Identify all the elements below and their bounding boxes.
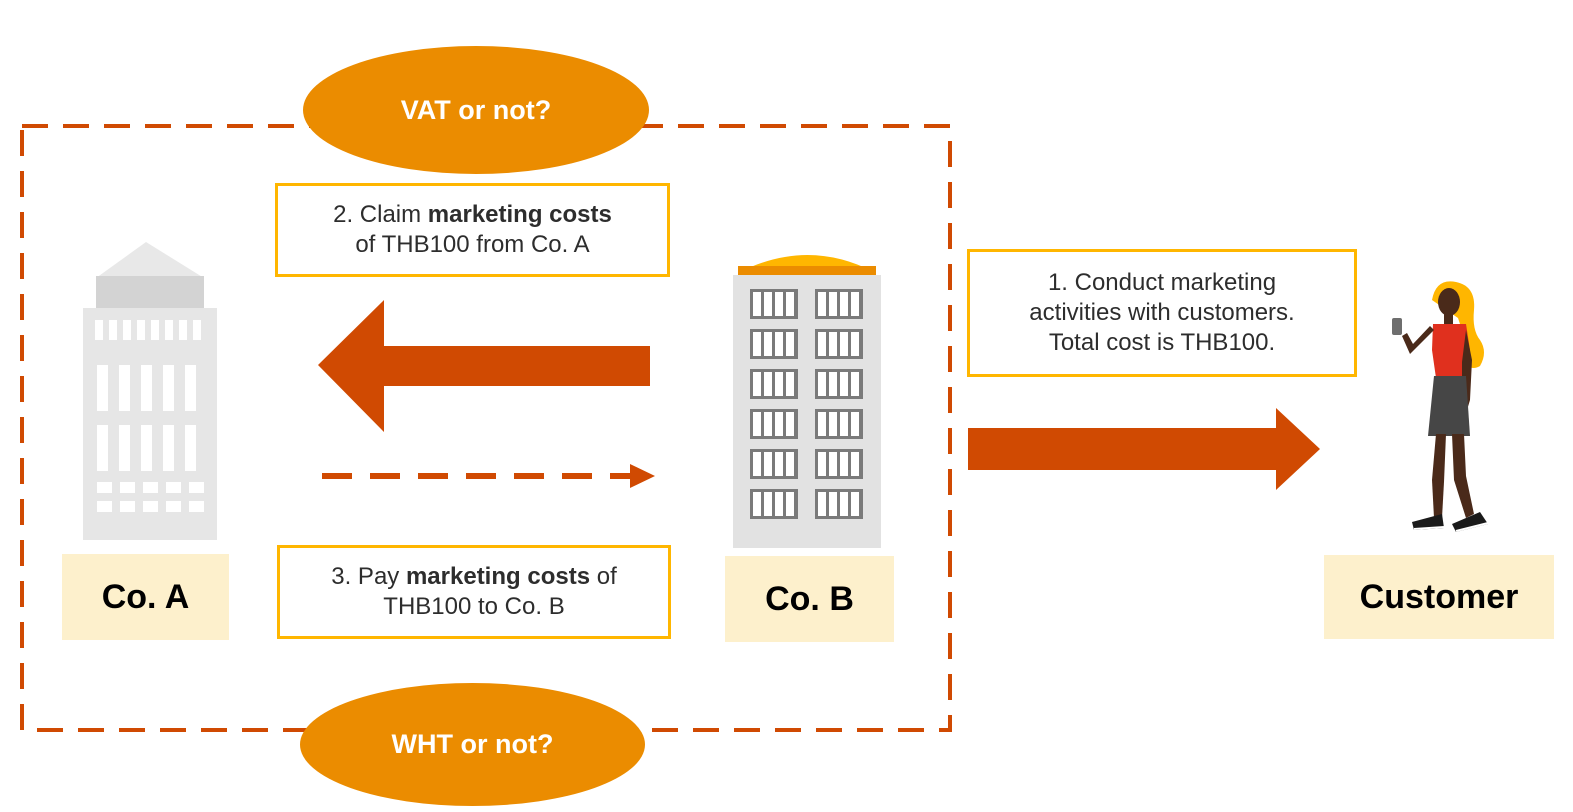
window-pane	[753, 492, 761, 516]
window-pane	[829, 292, 837, 316]
claim-note-line1: 2. Claim marketing costs	[333, 201, 612, 228]
window-pane	[840, 412, 848, 436]
window-pane	[775, 492, 783, 516]
window-pane	[775, 292, 783, 316]
pay-note-line2: THB100 to Co. B	[383, 593, 565, 620]
window-pane	[818, 412, 826, 436]
office-building-icon	[83, 242, 217, 540]
window-pane	[829, 492, 837, 516]
payment-arrow-head	[630, 464, 655, 488]
window-pane	[753, 412, 761, 436]
window-pane	[764, 292, 772, 316]
window-pane	[851, 412, 859, 436]
window-pane	[786, 492, 794, 516]
window-pane	[775, 372, 783, 396]
window-pane	[818, 292, 826, 316]
vat-question-bubble: VAT or not?	[303, 46, 649, 174]
window-pane	[818, 452, 826, 476]
pay-note: 3. Pay marketing costs of THB100 to Co. …	[277, 545, 671, 639]
window-pane	[775, 452, 783, 476]
window-pane	[829, 332, 837, 356]
window-pane	[829, 452, 837, 476]
window-pane	[818, 372, 826, 396]
co-b-label: Co. B	[725, 556, 894, 642]
claim-note: 2. Claim marketing costs of THB100 from …	[275, 183, 670, 277]
claim-note-line2: of THB100 from Co. A	[355, 231, 590, 258]
window-pane	[840, 372, 848, 396]
window-pane	[829, 372, 837, 396]
window-pane	[786, 292, 794, 316]
window-pane	[786, 412, 794, 436]
claim-arrow	[318, 300, 650, 432]
conduct-note-line3: Total cost is THB100.	[1048, 329, 1276, 356]
window-pane	[840, 292, 848, 316]
window-pane	[753, 292, 761, 316]
vat-question-text: VAT or not?	[400, 94, 552, 125]
customer-label: Customer	[1324, 555, 1554, 639]
person-with-phone-icon	[1392, 281, 1489, 532]
marketing-arrow	[968, 408, 1320, 490]
window-pane	[775, 412, 783, 436]
window-pane	[851, 492, 859, 516]
conduct-note-line2: activities with customers.	[1029, 299, 1295, 326]
wht-question-text: WHT or not?	[391, 729, 554, 759]
co-a-label: Co. A	[62, 554, 229, 640]
window-pane	[851, 292, 859, 316]
window-pane	[764, 412, 772, 436]
conduct-note: 1. Conduct marketing activities with cus…	[967, 249, 1357, 377]
window-pane	[764, 332, 772, 356]
window-pane	[764, 492, 772, 516]
window-pane	[764, 452, 772, 476]
window-pane	[829, 412, 837, 436]
window-pane	[818, 332, 826, 356]
window-pane	[764, 372, 772, 396]
window-pane	[851, 372, 859, 396]
window-pane	[840, 452, 848, 476]
window-pane	[840, 492, 848, 516]
wht-question-bubble: WHT or not?	[300, 683, 645, 806]
window-pane	[786, 452, 794, 476]
window-pane	[818, 492, 826, 516]
window-pane	[753, 372, 761, 396]
apartment-building-icon	[733, 255, 881, 548]
conduct-note-line1: 1. Conduct marketing	[1047, 269, 1277, 296]
window-pane	[786, 372, 794, 396]
window-pane	[753, 332, 761, 356]
window-pane	[840, 332, 848, 356]
window-pane	[786, 332, 794, 356]
window-pane	[851, 452, 859, 476]
window-pane	[851, 332, 859, 356]
window-pane	[753, 452, 761, 476]
pay-note-line1: 3. Pay marketing costs of	[331, 563, 617, 590]
window-pane	[775, 332, 783, 356]
